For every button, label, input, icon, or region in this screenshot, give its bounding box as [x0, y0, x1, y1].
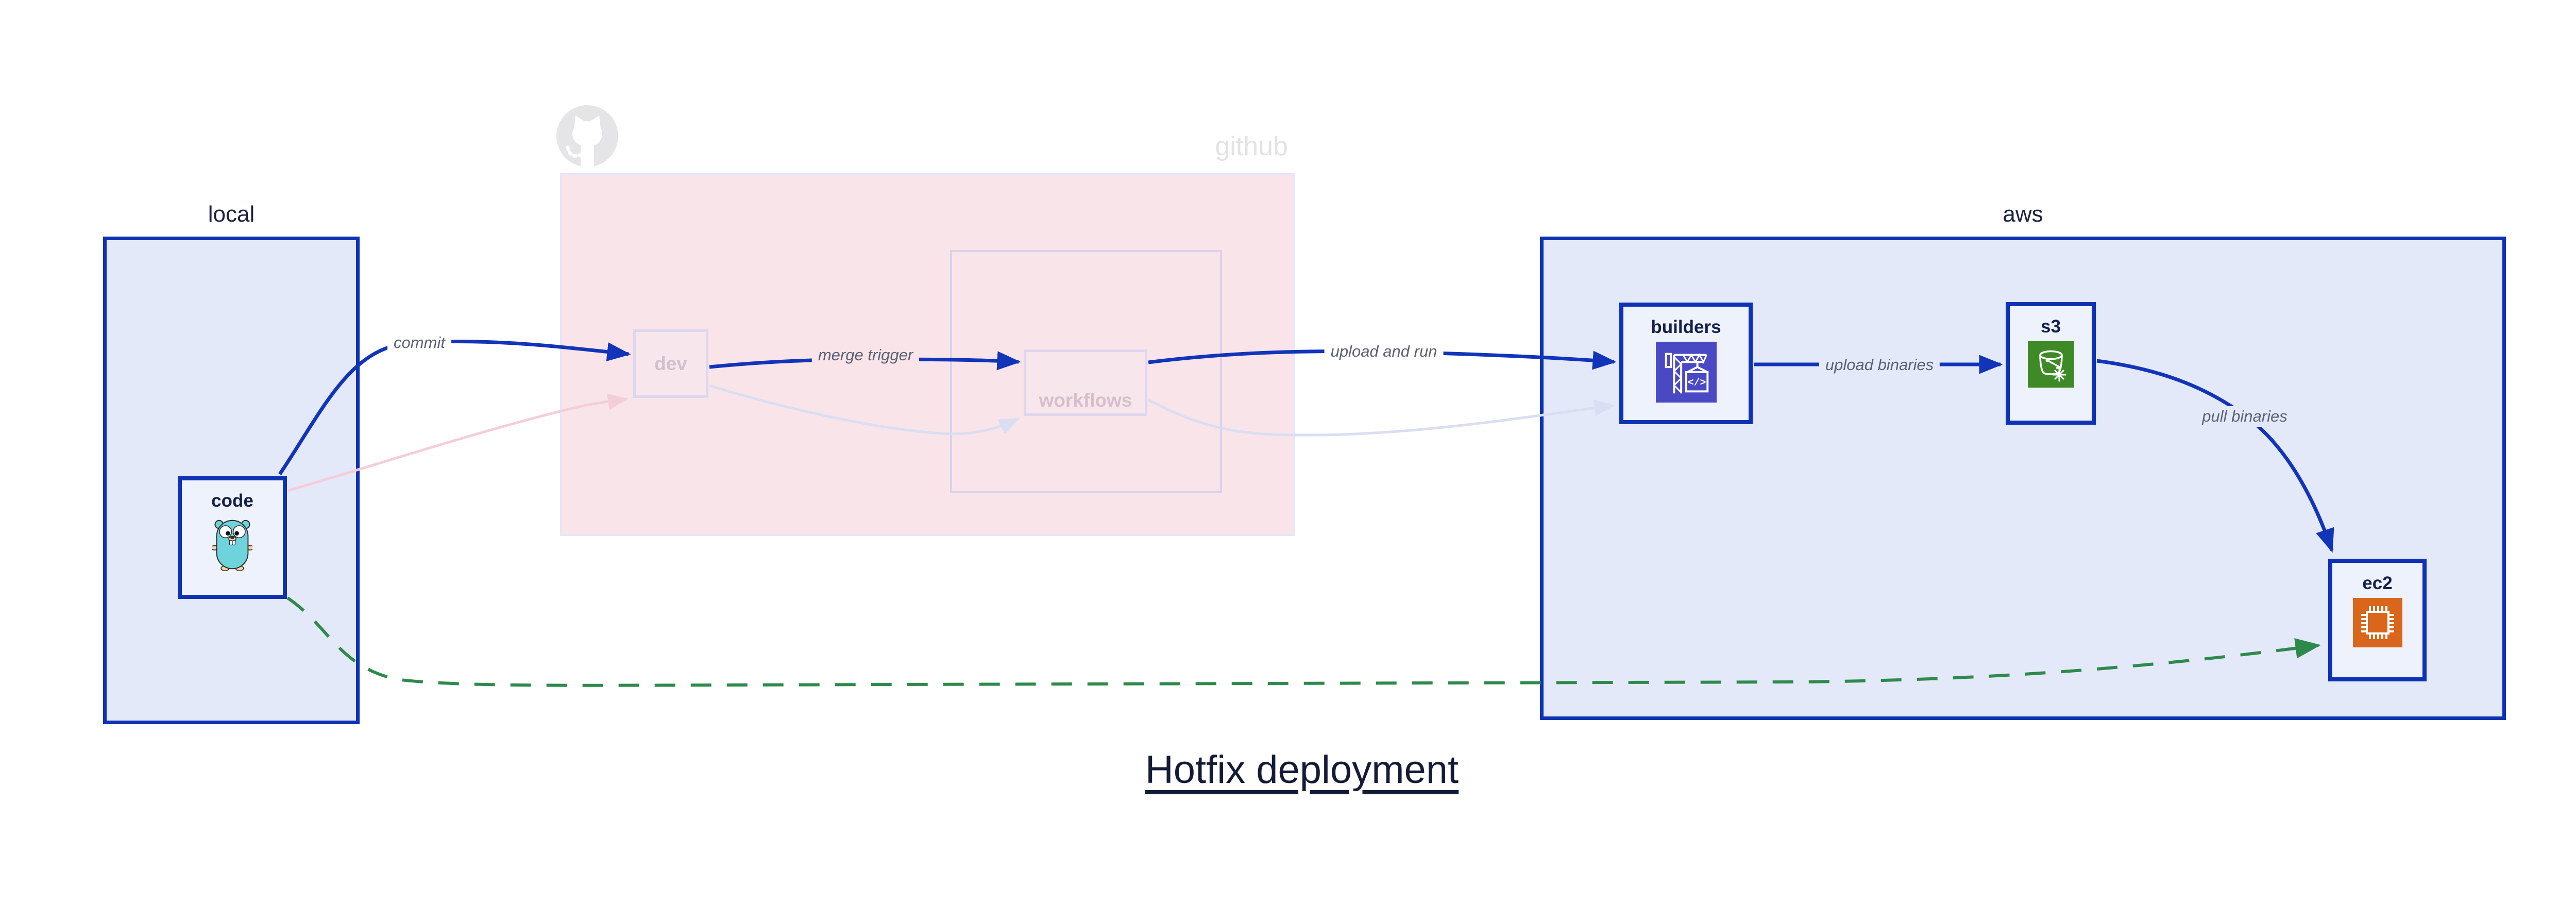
node-ec2-label: ec2 [2362, 573, 2393, 593]
node-s3-label: s3 [2041, 316, 2061, 337]
edge-label-upload-binaries: upload binaries [1819, 355, 1940, 375]
node-workflows: workflows [1024, 349, 1147, 416]
node-s3: s3 [2006, 302, 2096, 425]
container-label-local: local [208, 202, 255, 227]
aws-codebuild-crane-icon: </> [1655, 342, 1717, 405]
node-dev: dev [633, 329, 708, 398]
edge-pull-binaries [2096, 359, 2334, 553]
node-builders: builders </> [1619, 303, 1753, 424]
aws-ec2-chip-icon [2352, 598, 2402, 650]
diagram-title: Hotfix deployment [1145, 748, 1459, 792]
edge-label-merge-trigger: merge trigger [811, 345, 920, 365]
node-code-label: code [211, 491, 253, 511]
edge-label-upload-and-run: upload and run [1324, 341, 1444, 362]
node-builders-label: builders [1651, 317, 1721, 337]
node-workflows-label: workflows [1039, 389, 1132, 411]
edge-label-pull-binaries: pull binaries [2196, 406, 2294, 427]
edge-code-dev-faded [287, 393, 629, 492]
container-master-branch [950, 250, 1222, 493]
github-octocat-icon [556, 105, 618, 167]
node-ec2: ec2 [2328, 559, 2427, 681]
container-label-aws: aws [2003, 202, 2043, 227]
container-label-github: github [1215, 131, 1288, 161]
edge-workflows-aws-faded [1147, 398, 1615, 437]
go-gopher-icon [210, 515, 255, 575]
svg-text:</>: </> [1687, 377, 1705, 389]
edge-dev-workflows-faded [709, 384, 1020, 436]
edge-label-commit: commit [387, 332, 451, 353]
aws-s3-bucket-icon [2027, 341, 2074, 390]
edge-hotfix-dashed [286, 596, 2321, 687]
node-dev-label: dev [654, 353, 687, 374]
node-code: code [178, 476, 287, 599]
